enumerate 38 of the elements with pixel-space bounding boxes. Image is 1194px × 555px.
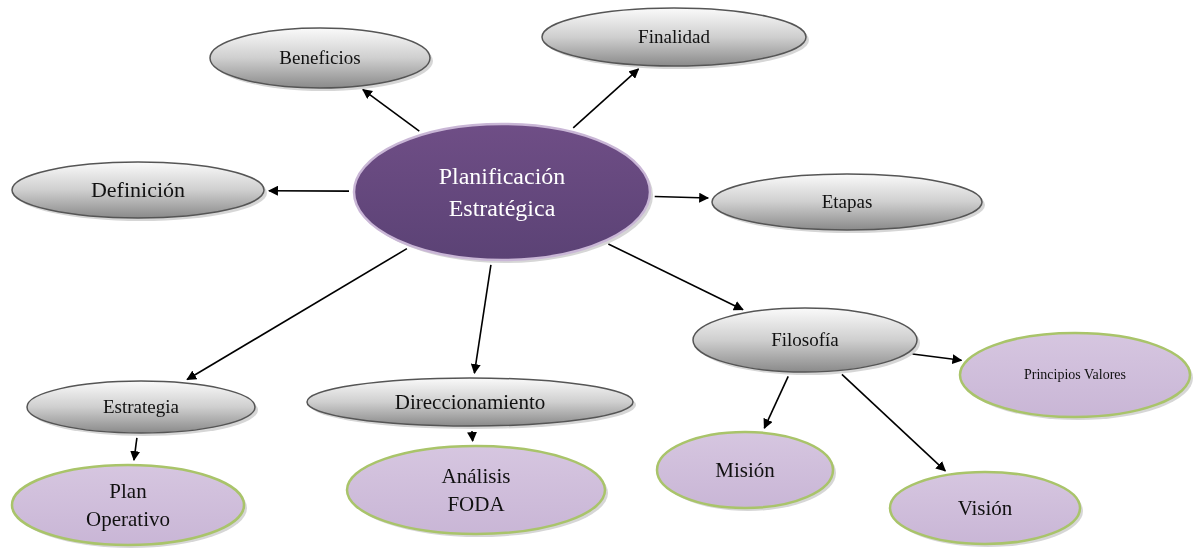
arrow — [653, 192, 710, 203]
node-label: Planificación Estratégica — [437, 161, 567, 223]
ellipse-node — [710, 172, 984, 232]
node-label: Principios Valores — [1023, 365, 1127, 384]
node-label: Finalidad — [637, 25, 711, 50]
node-label: Definición — [89, 176, 187, 205]
arrow — [362, 88, 421, 132]
arrow — [572, 68, 640, 129]
node-label: Misión — [714, 456, 776, 484]
ellipse-node — [655, 430, 835, 510]
arrow — [470, 264, 492, 375]
node-label: Etapas — [820, 190, 874, 215]
ellipse-node — [958, 331, 1192, 419]
ellipse-node — [25, 379, 257, 435]
ellipse-node — [10, 160, 266, 220]
arrow — [267, 185, 350, 196]
ellipse-node — [888, 470, 1082, 546]
node-label: Visión — [956, 494, 1014, 522]
arrow — [467, 430, 478, 442]
ellipse-node — [345, 444, 607, 536]
ellipse-node — [208, 26, 432, 90]
ellipse-node — [691, 306, 919, 374]
arrow — [763, 375, 789, 429]
node-label: Beneficios — [278, 46, 362, 71]
arrow — [911, 353, 963, 365]
node-label: Análisis FODA — [440, 462, 512, 518]
ellipse-node — [10, 463, 246, 547]
node-label: Direccionamiento — [393, 388, 547, 416]
node-label: Estrategia — [102, 395, 180, 420]
arrow — [841, 373, 947, 472]
ellipse-node — [305, 376, 635, 428]
ellipse-node — [540, 6, 808, 68]
arrow — [186, 247, 408, 381]
arrow — [130, 437, 141, 462]
node-label: Plan Operativo — [85, 477, 171, 533]
arrow — [607, 243, 744, 311]
node-label: Filosofía — [770, 328, 840, 353]
ellipse-node — [352, 122, 652, 262]
